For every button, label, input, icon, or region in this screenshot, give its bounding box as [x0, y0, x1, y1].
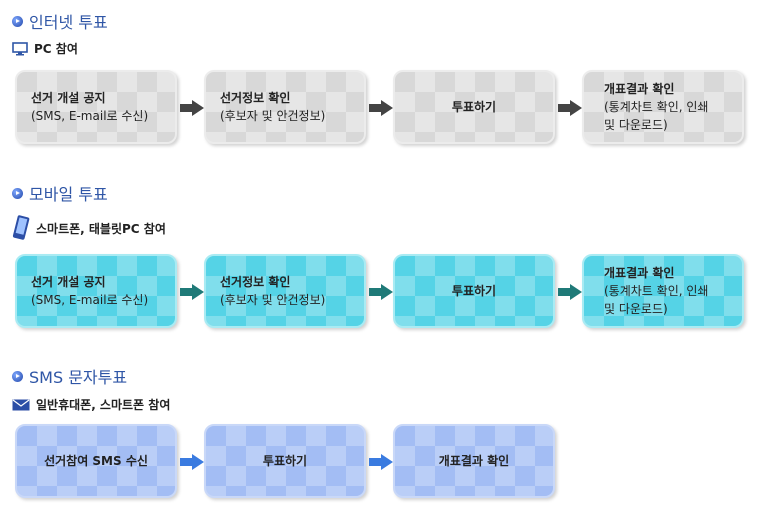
step-title: 투표하기	[451, 100, 497, 114]
step-card-election-notice: 선거 개설 공지 (SMS, E-mail로 수신)	[15, 70, 177, 144]
step-title: 선거정보 확인	[220, 91, 291, 105]
step-card-sms-receive: 선거참여 SMS 수신	[15, 424, 177, 498]
step-card-results: 개표결과 확인 (통계차트 확인, 인쇄 및 다운로드)	[582, 70, 744, 144]
subtitle-text: 스마트폰, 태블릿PC 참여	[36, 221, 166, 236]
smartphone-icon	[12, 215, 30, 240]
step-desc-2: 및 다운로드)	[604, 302, 668, 316]
monitor-icon	[12, 41, 28, 55]
arrow-right-icon	[180, 454, 204, 470]
step-title: 선거참여 SMS 수신	[44, 454, 148, 468]
arrow-right-icon	[558, 100, 582, 116]
step-title: 선거 개설 공지	[31, 91, 106, 105]
step-title: 개표결과 확인	[604, 82, 675, 96]
step-title: 선거정보 확인	[220, 275, 291, 289]
bullet-icon	[12, 370, 23, 382]
step-title: 개표결과 확인	[604, 266, 675, 280]
step-card-election-notice: 선거 개설 공지 (SMS, E-mail로 수신)	[15, 254, 177, 328]
arrow-right-icon	[369, 454, 393, 470]
subtitle-text: PC 참여	[34, 42, 78, 56]
envelope-icon	[12, 399, 30, 410]
step-title: 투표하기	[262, 454, 308, 468]
subtitle-pc: PC 참여	[12, 40, 78, 57]
section-title-text: 모바일 투표	[29, 185, 108, 204]
subtitle-mobile: 스마트폰, 태블릿PC 참여	[12, 215, 166, 241]
step-card-vote: 투표하기	[393, 70, 555, 144]
step-card-vote: 투표하기	[393, 254, 555, 328]
subtitle-text: 일반휴대폰, 스마트폰 참여	[36, 398, 171, 412]
section-title-mobile: 모바일 투표	[12, 181, 108, 205]
step-desc-2: 및 다운로드)	[604, 118, 668, 132]
section-title-text: 인터넷 투표	[29, 13, 108, 32]
step-desc: (SMS, E-mail로 수신)	[31, 109, 149, 123]
arrow-right-icon	[558, 284, 582, 300]
step-title: 선거 개설 공지	[31, 275, 106, 289]
step-desc: (통계차트 확인, 인쇄	[604, 100, 709, 114]
step-title: 투표하기	[451, 284, 497, 298]
bullet-icon	[12, 15, 23, 27]
step-card-results: 개표결과 확인 (통계차트 확인, 인쇄 및 다운로드)	[582, 254, 744, 328]
step-desc: (통계차트 확인, 인쇄	[604, 284, 709, 298]
arrow-right-icon	[180, 100, 204, 116]
section-title-sms: SMS 문자투표	[12, 364, 127, 388]
section-title-text: SMS 문자투표	[29, 368, 128, 387]
step-desc: (SMS, E-mail로 수신)	[31, 293, 149, 307]
arrow-right-icon	[180, 284, 204, 300]
step-title: 개표결과 확인	[438, 454, 510, 468]
step-card-election-info: 선거정보 확인 (후보자 및 안건정보)	[204, 254, 366, 328]
section-title-internet: 인터넷 투표	[12, 9, 108, 33]
subtitle-sms: 일반휴대폰, 스마트폰 참여	[12, 396, 170, 413]
step-card-vote: 투표하기	[204, 424, 366, 498]
step-card-results: 개표결과 확인	[393, 424, 555, 498]
step-desc: (후보자 및 안건정보)	[220, 109, 326, 123]
bullet-icon	[12, 187, 23, 199]
step-card-election-info: 선거정보 확인 (후보자 및 안건정보)	[204, 70, 366, 144]
step-desc: (후보자 및 안건정보)	[220, 293, 326, 307]
arrow-right-icon	[369, 100, 393, 116]
arrow-right-icon	[369, 284, 393, 300]
